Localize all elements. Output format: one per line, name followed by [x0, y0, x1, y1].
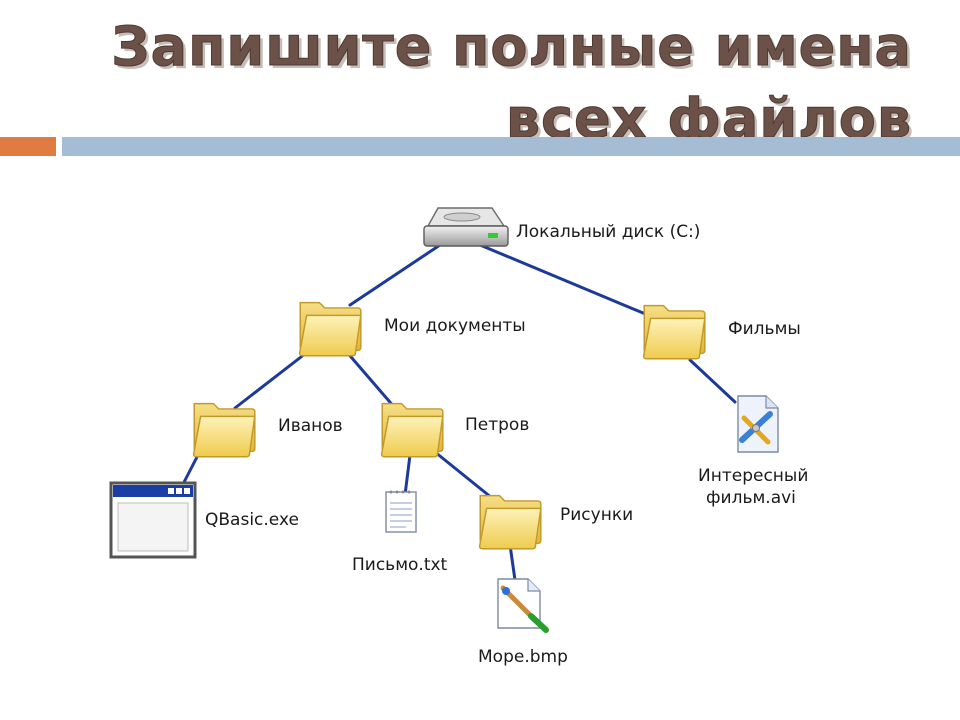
edge-my-documents-to-petrov [343, 348, 397, 410]
application-window-icon[interactable] [109, 481, 197, 559]
file-label-qbasic: QBasic.exe [205, 510, 299, 530]
tree-connectors [178, 243, 737, 582]
image-file-icon[interactable] [497, 578, 549, 633]
file-label-movie-line-2: фильм.avi [706, 488, 796, 508]
text-file-icon[interactable] [385, 490, 417, 533]
edge-petrov-to-pictures [428, 446, 494, 500]
hard-disk-icon[interactable] [423, 207, 509, 247]
edge-pictures-to-sea [508, 543, 517, 582]
folder-icon-my-documents[interactable] [298, 301, 362, 357]
file-label-movie-line-1: Интересный [698, 466, 808, 486]
folder-icon-films[interactable] [642, 304, 706, 360]
edge-my-documents-to-ivanov [233, 348, 312, 410]
folder-label-pictures: Рисунки [560, 505, 633, 525]
edge-films-to-movie [688, 358, 737, 404]
folder-label-my-documents: Мои документы [384, 316, 526, 336]
edge-root-to-my-documents [348, 243, 442, 307]
file-label-sea: Море.bmp [478, 647, 568, 667]
edge-petrov-to-letter [403, 453, 412, 497]
folder-icon-petrov[interactable] [380, 402, 444, 458]
file-label-letter: Письмо.txt [352, 555, 448, 575]
folder-icon-ivanov[interactable] [192, 402, 256, 458]
slide-title-line-1: Запишите полные имена [111, 15, 912, 78]
root-disk-label: Локальный диск (C:) [516, 222, 700, 242]
folder-icon-pictures[interactable] [478, 494, 542, 550]
folder-label-petrov: Петров [465, 415, 529, 435]
accent-bar-blue [62, 137, 960, 156]
slide-title-line-2: всех файлов [505, 87, 912, 150]
video-file-icon[interactable] [737, 395, 779, 453]
accent-bar-orange [0, 137, 56, 156]
folder-label-ivanov: Иванов [278, 416, 343, 436]
folder-label-films: Фильмы [728, 319, 801, 339]
edge-root-to-films [478, 243, 657, 320]
